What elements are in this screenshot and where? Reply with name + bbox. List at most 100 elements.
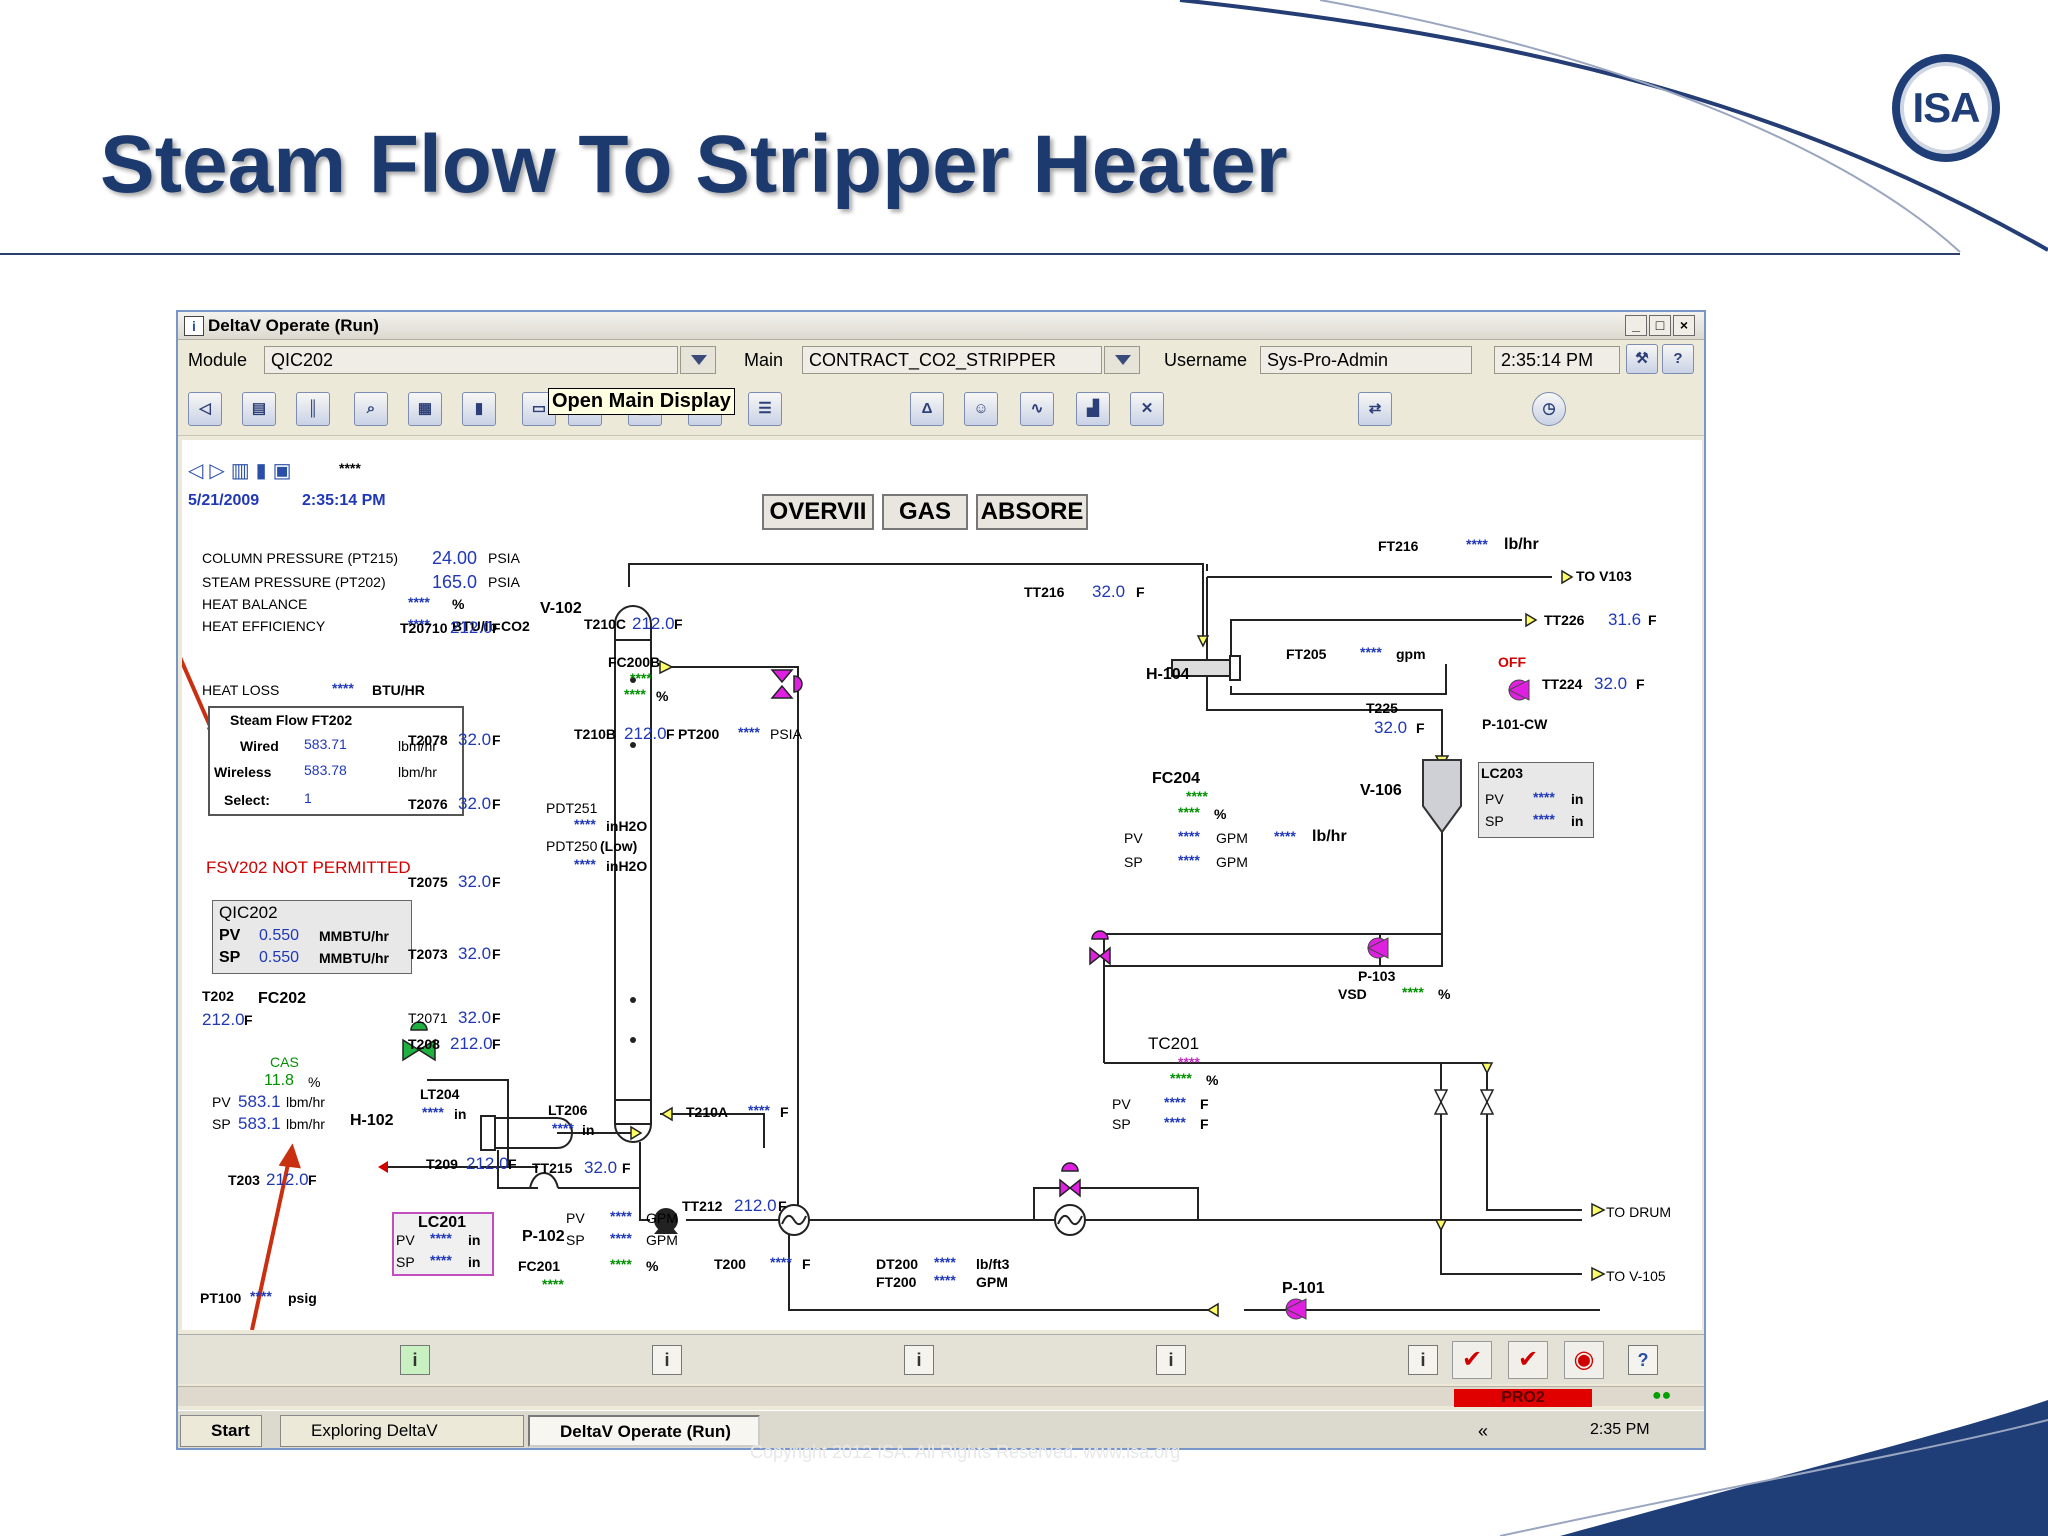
maximize-button[interactable]: □ bbox=[1649, 315, 1671, 336]
lc203-tag: LC203 bbox=[1481, 765, 1524, 781]
nav-arrows-icon[interactable]: ◁▷▥▮▣ bbox=[188, 460, 298, 482]
alarm-info-button[interactable]: i bbox=[652, 1345, 682, 1375]
fc204-pv-value: **** bbox=[1178, 828, 1200, 844]
temp-label: T2076 bbox=[408, 796, 448, 812]
fc201-sp-value: **** bbox=[610, 1230, 632, 1246]
detail-icon[interactable]: ▮ bbox=[462, 392, 496, 426]
taskbar-expand-chevron[interactable]: « bbox=[1478, 1421, 1489, 1441]
temp-unit: F bbox=[492, 620, 501, 636]
event-list-icon[interactable]: ☰ bbox=[748, 392, 782, 426]
minimize-button[interactable]: _ bbox=[1625, 315, 1647, 336]
wireless-unit: lbm/hr bbox=[398, 764, 437, 780]
temp-label: T2071 bbox=[408, 1010, 448, 1026]
pdt250-low: (Low) bbox=[600, 838, 638, 854]
process-display: 5/21/2009 2:35:14 PM **** ◁▷▥▮▣ OVERVII … bbox=[182, 440, 1702, 1330]
module-dropdown-button[interactable] bbox=[680, 346, 716, 374]
heat-efficiency-unit: BTU/lb CO2 bbox=[452, 618, 530, 634]
switch-icon[interactable]: ⇄ bbox=[1358, 392, 1392, 426]
users-icon[interactable]: ☺ bbox=[964, 392, 998, 426]
silence-horn-icon[interactable]: ◉ bbox=[1564, 1341, 1604, 1379]
help-button[interactable]: ? bbox=[1662, 344, 1694, 374]
taskbar-exploring-deltav[interactable]: Exploring DeltaV bbox=[280, 1415, 524, 1447]
alarm-info-button[interactable]: i bbox=[904, 1345, 934, 1375]
tc201-output: **** bbox=[1170, 1070, 1192, 1086]
clock-icon[interactable]: ◷ bbox=[1532, 392, 1566, 426]
lt206-label: LT206 bbox=[548, 1102, 588, 1118]
pt200-value: **** bbox=[738, 724, 760, 740]
qic202-faceplate[interactable]: QIC202 PV 0.550 MMBTU/hr SP 0.550 MMBTU/… bbox=[212, 900, 412, 974]
fc201-pv-value: **** bbox=[610, 1208, 632, 1224]
time-field: 2:35:14 PM bbox=[1494, 346, 1620, 374]
tt215-unit: F bbox=[622, 1160, 631, 1176]
acknowledge-alarm-icon[interactable]: ✔ bbox=[1452, 1341, 1492, 1379]
window-titlebar: i DeltaV Operate (Run) _ □ × bbox=[178, 312, 1704, 340]
heat-balance-label: HEAT BALANCE bbox=[202, 596, 308, 612]
fc204-tag[interactable]: FC204 bbox=[1152, 770, 1201, 787]
steam-pressure-unit: PSIA bbox=[488, 574, 520, 590]
nav-overview-button[interactable]: OVERVII bbox=[762, 494, 874, 530]
fc204-flow-value: **** bbox=[1274, 828, 1296, 844]
faceplate-icon[interactable]: ║ bbox=[296, 392, 330, 426]
p101-label: P-101 bbox=[1282, 1280, 1325, 1297]
fc200b-tag[interactable]: FC200B bbox=[608, 654, 661, 670]
fc200b-output-unit: % bbox=[656, 688, 669, 704]
lc203-faceplate[interactable]: LC203 PV **** in SP **** in bbox=[1478, 762, 1594, 838]
status-help-button[interactable]: ? bbox=[1628, 1345, 1658, 1375]
isa-logo: ISA bbox=[1892, 54, 2000, 162]
fc202-sp-label: SP bbox=[212, 1116, 231, 1132]
qic202-pv-value: 0.550 bbox=[259, 927, 300, 944]
fc202-pv-unit: lbm/hr bbox=[286, 1094, 325, 1110]
main-field[interactable]: CONTRACT_CO2_STRIPPER bbox=[802, 346, 1102, 374]
alarm-info-button[interactable]: i bbox=[1156, 1345, 1186, 1375]
search-icon[interactable]: ⌕ bbox=[354, 392, 388, 426]
temp-unit: F bbox=[492, 732, 501, 748]
lc201-sp-unit: in bbox=[468, 1254, 481, 1270]
nav-gas-button[interactable]: GAS bbox=[882, 494, 968, 530]
p101cw-off-status: OFF bbox=[1498, 654, 1526, 670]
fc201-tag[interactable]: FC201 bbox=[518, 1258, 561, 1274]
pro2-alarm-indicator[interactable]: PRO2 bbox=[1454, 1389, 1592, 1407]
module-field[interactable]: QIC202 bbox=[264, 346, 678, 374]
close-button[interactable]: × bbox=[1673, 315, 1695, 336]
alarm-info-button[interactable]: i bbox=[1408, 1345, 1438, 1375]
fc201-sp-label: SP bbox=[566, 1232, 585, 1248]
fc201-pv-label: PV bbox=[566, 1210, 585, 1226]
info-bar: Module QIC202 Main CONTRACT_CO2_STRIPPER… bbox=[178, 344, 1704, 380]
temp-label: T2078 bbox=[408, 732, 448, 748]
temp-value: 212.0 bbox=[450, 618, 493, 637]
heat-loss-value: **** bbox=[332, 680, 354, 696]
start-button[interactable]: Start bbox=[180, 1415, 262, 1447]
lc203-pv-unit: in bbox=[1571, 791, 1584, 807]
tc201-pv-unit: F bbox=[1200, 1096, 1209, 1112]
fc202-mode: CAS bbox=[270, 1054, 299, 1070]
pt200-label: PT200 bbox=[678, 726, 720, 742]
lc201-faceplate[interactable]: LC201 PV **** in SP **** in bbox=[392, 1212, 494, 1276]
back-icon[interactable]: ◁ bbox=[188, 392, 222, 426]
display-grid-icon[interactable]: ▦ bbox=[408, 392, 442, 426]
main-dropdown-button[interactable] bbox=[1104, 346, 1140, 374]
acknowledge-all-icon[interactable]: ✔ bbox=[1508, 1341, 1548, 1379]
trend-icon[interactable]: ∿ bbox=[1020, 392, 1054, 426]
heat-balance-value: **** bbox=[408, 594, 430, 610]
lt204-value: **** bbox=[422, 1104, 444, 1120]
t210c-value: 212.0 bbox=[632, 614, 675, 633]
tc201-tag[interactable]: TC201 bbox=[1148, 1034, 1200, 1053]
print-icon[interactable]: ▤ bbox=[242, 392, 276, 426]
fc202-output-unit: % bbox=[308, 1074, 321, 1090]
deltav-icon[interactable]: Δ bbox=[910, 392, 944, 426]
fc202-tag[interactable]: FC202 bbox=[258, 990, 307, 1007]
taskbar-deltav-operate[interactable]: DeltaV Operate (Run) bbox=[528, 1415, 760, 1447]
qic202-sp-unit: MMBTU/hr bbox=[319, 950, 389, 966]
nav-absorber-button[interactable]: ABSORE bbox=[976, 494, 1088, 530]
temp-unit: F bbox=[492, 1010, 501, 1026]
alarm-info-button[interactable]: i bbox=[400, 1345, 430, 1375]
pdt251-label: PDT251 bbox=[546, 800, 598, 816]
tool-icon[interactable]: ⚒ bbox=[1626, 344, 1658, 374]
t225-value: 32.0 bbox=[1374, 718, 1408, 737]
temp-value: 32.0 bbox=[458, 794, 492, 813]
chart-icon[interactable]: ▟ bbox=[1076, 392, 1110, 426]
steam-flow-ft202-box[interactable]: Steam Flow FT202 Wired 583.71 lbm/hr Wir… bbox=[208, 706, 464, 816]
tools-icon[interactable]: ✕ bbox=[1130, 392, 1164, 426]
fc204-sp-value: **** bbox=[1178, 852, 1200, 868]
open-main-display-tooltip: Open Main Display bbox=[548, 388, 735, 415]
